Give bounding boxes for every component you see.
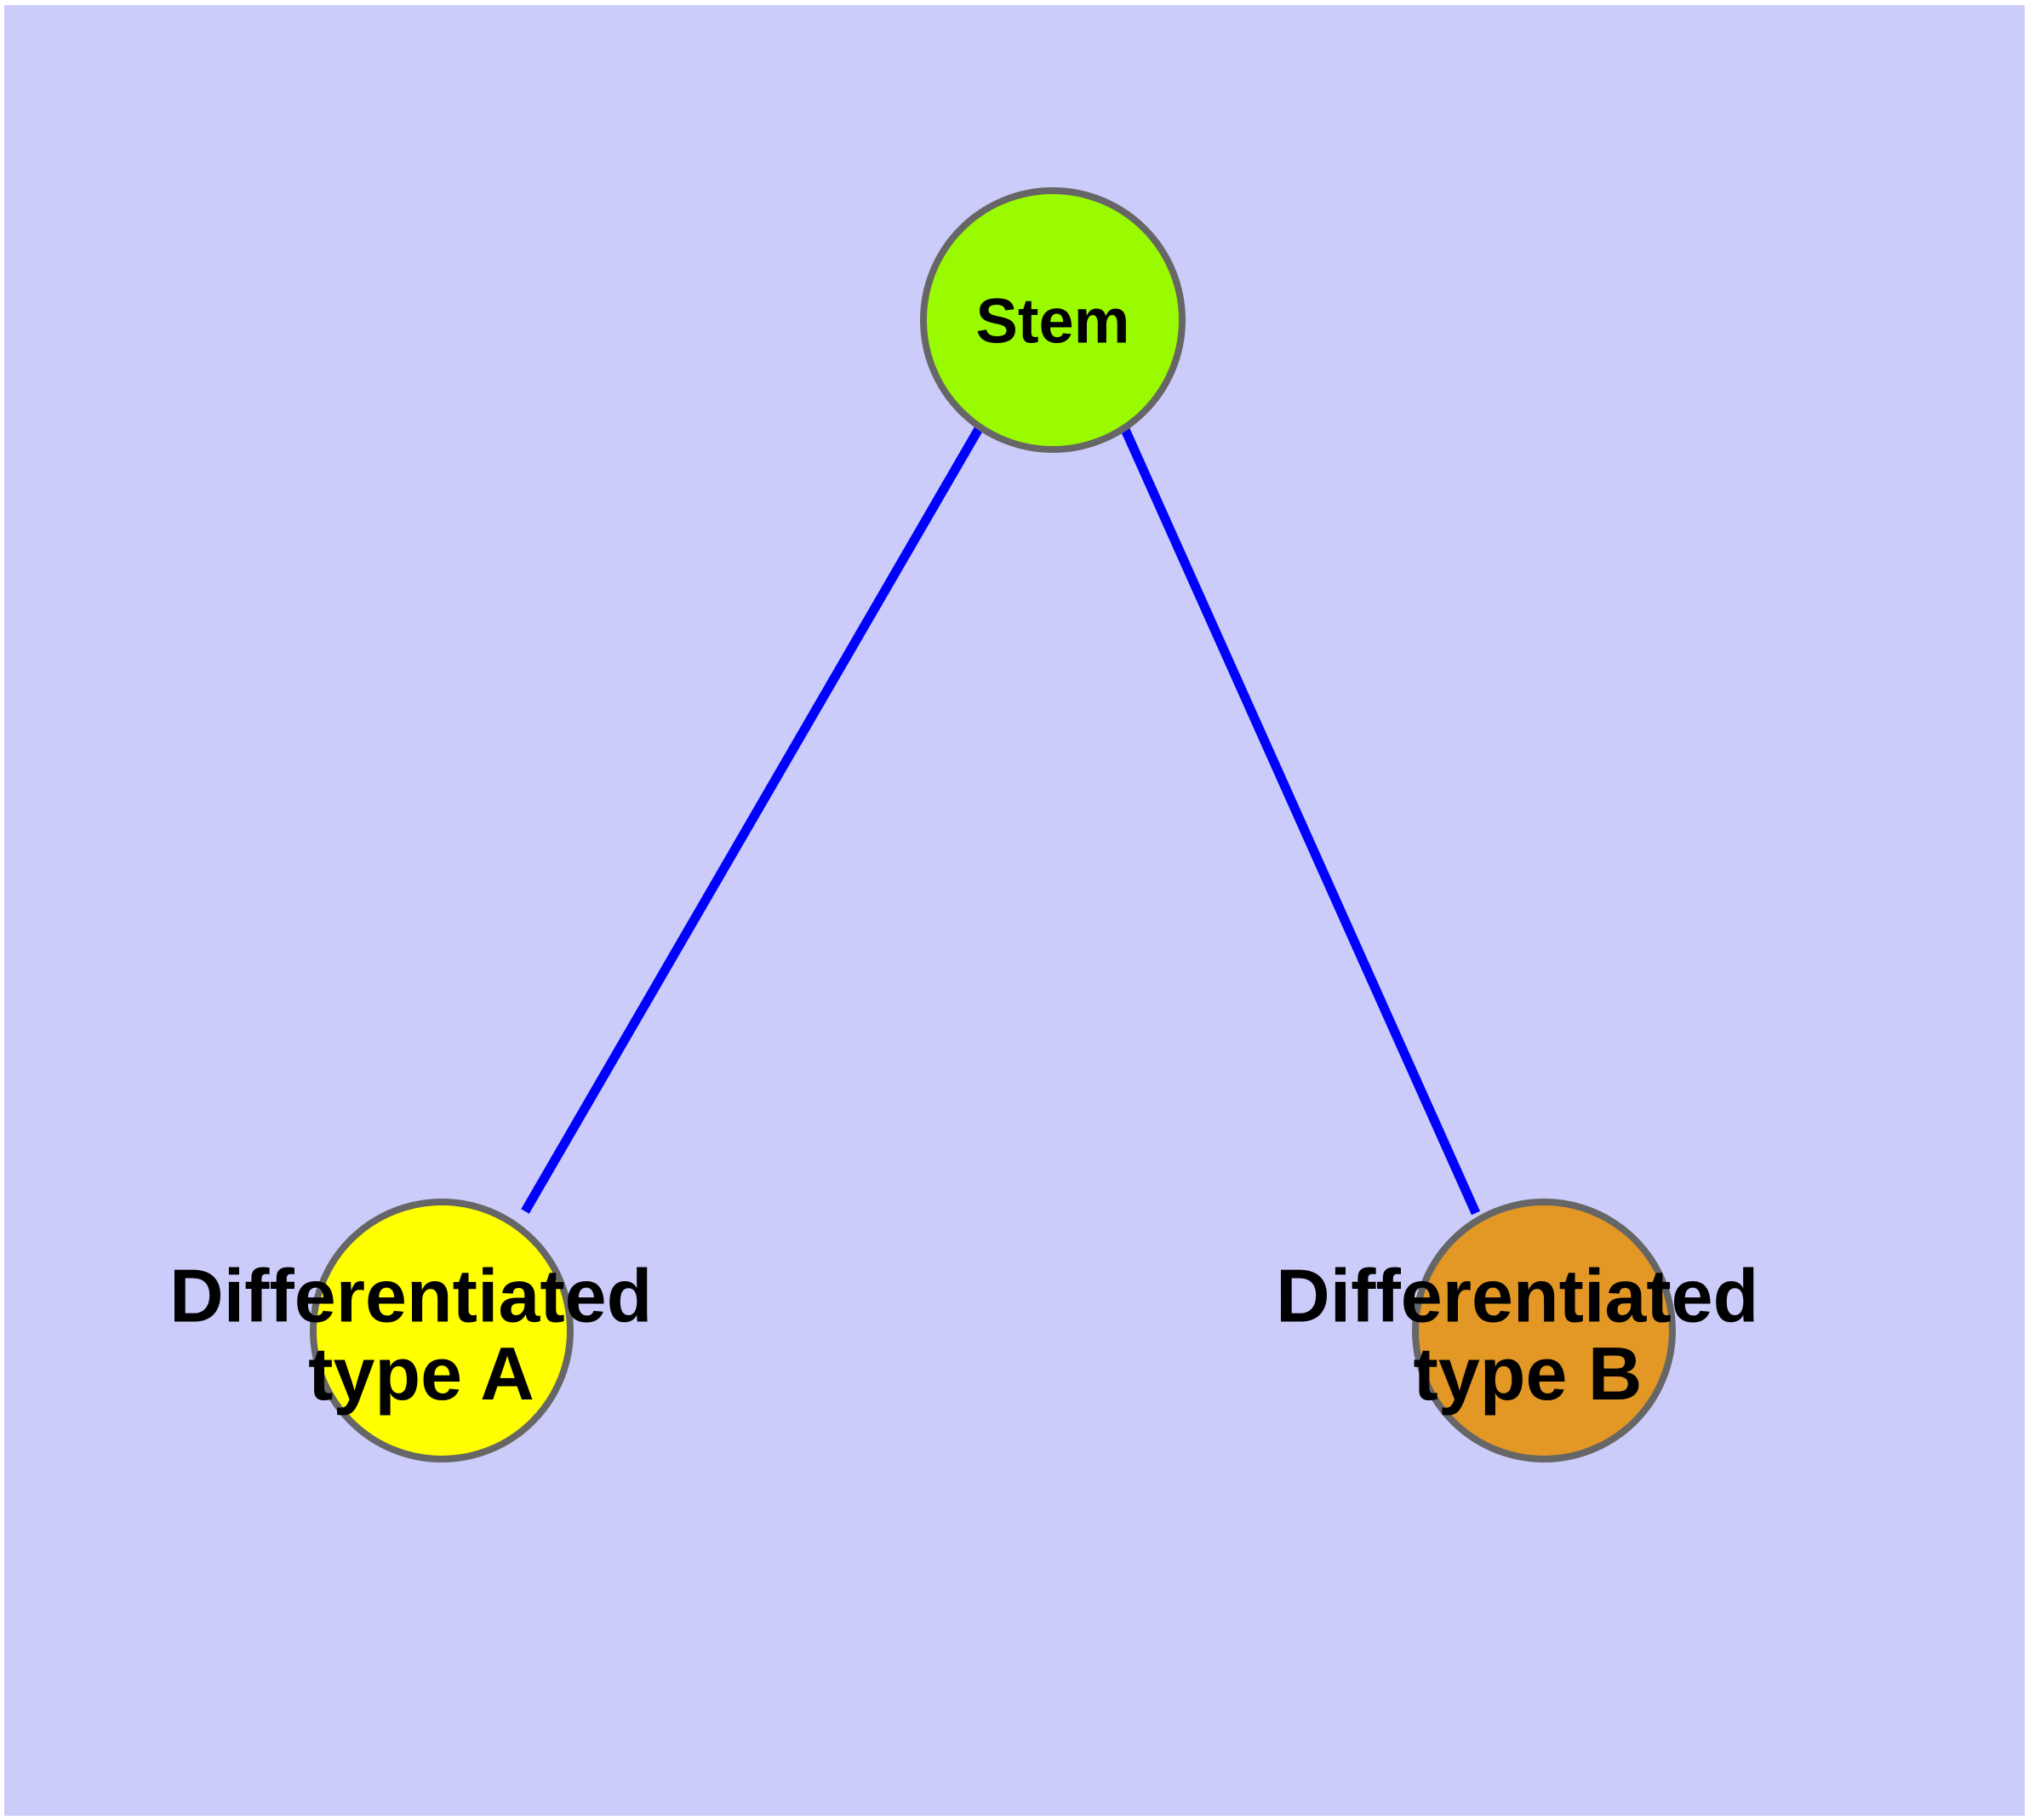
node-differentiated-type-b-label-line-2: type B	[1414, 1331, 1643, 1416]
node-stem-label-line-1: Stem	[976, 286, 1130, 357]
node-stem[interactable]: Stem	[920, 187, 1186, 453]
node-differentiated-type-a[interactable]: Differentiated type A	[169, 1199, 673, 1462]
edges-group	[521, 423, 1481, 1216]
node-differentiated-type-b-circle[interactable]	[1412, 1199, 1676, 1462]
node-differentiated-type-b[interactable]: Differentiated type B	[1276, 1199, 1780, 1462]
node-stem-circle[interactable]	[920, 187, 1186, 453]
edge-stem-to-differentiated-type-a[interactable]	[521, 425, 984, 1214]
nodes-group: Stem Differentiated type A Differentiate…	[169, 187, 1780, 1462]
node-differentiated-type-b-label: Differentiated type B	[1276, 1253, 1780, 1416]
node-differentiated-type-b-label-line-1: Differentiated	[1276, 1253, 1758, 1337]
node-differentiated-type-a-label-line-2: type A	[308, 1331, 534, 1416]
node-stem-label: Stem	[976, 286, 1130, 357]
node-differentiated-type-a-circle[interactable]	[310, 1199, 574, 1462]
edge-stem-to-differentiated-type-b[interactable]	[1118, 423, 1481, 1216]
node-differentiated-type-a-label-line-1: Differentiated	[169, 1253, 652, 1337]
node-differentiated-type-a-label: Differentiated type A	[169, 1253, 673, 1416]
